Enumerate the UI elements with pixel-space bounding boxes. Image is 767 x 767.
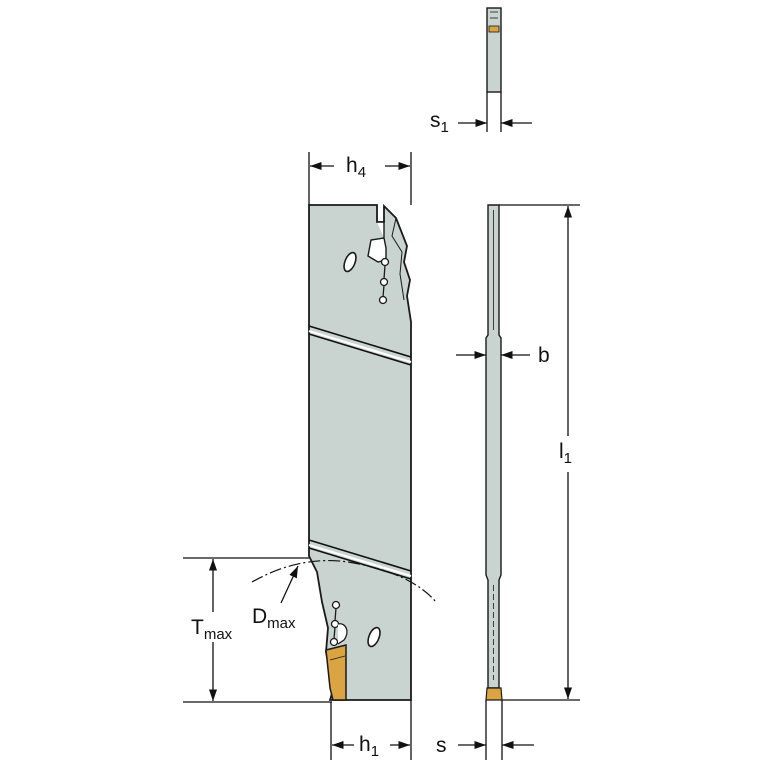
tmax-label: Tmax	[191, 616, 233, 643]
cutting-insert	[325, 644, 347, 701]
dmax-arrow	[280, 565, 299, 604]
side-view-insert	[485, 687, 503, 701]
lower-hole	[367, 626, 381, 648]
s-label: s	[436, 734, 447, 757]
blade-front-view	[308, 203, 412, 701]
b-label: b	[538, 344, 550, 367]
upper-hole	[343, 251, 357, 273]
h4-label: h4	[346, 154, 366, 181]
blade-body	[308, 203, 412, 701]
s1-label: s1	[430, 109, 449, 136]
dmax-arc	[251, 559, 437, 603]
diagonal-band-upper	[308, 325, 412, 358]
end-view-insert	[488, 25, 500, 33]
h1-label: h1	[359, 733, 379, 760]
diagonal-band-lower	[308, 539, 412, 572]
dmax-label: Dmax	[252, 605, 296, 632]
end-view-body	[486, 7, 502, 93]
l1-label: l1	[559, 440, 572, 467]
top-end-view: s1	[430, 7, 532, 136]
upper-key-slot	[367, 221, 387, 263]
blade-side-view: l1 b s	[436, 204, 588, 760]
